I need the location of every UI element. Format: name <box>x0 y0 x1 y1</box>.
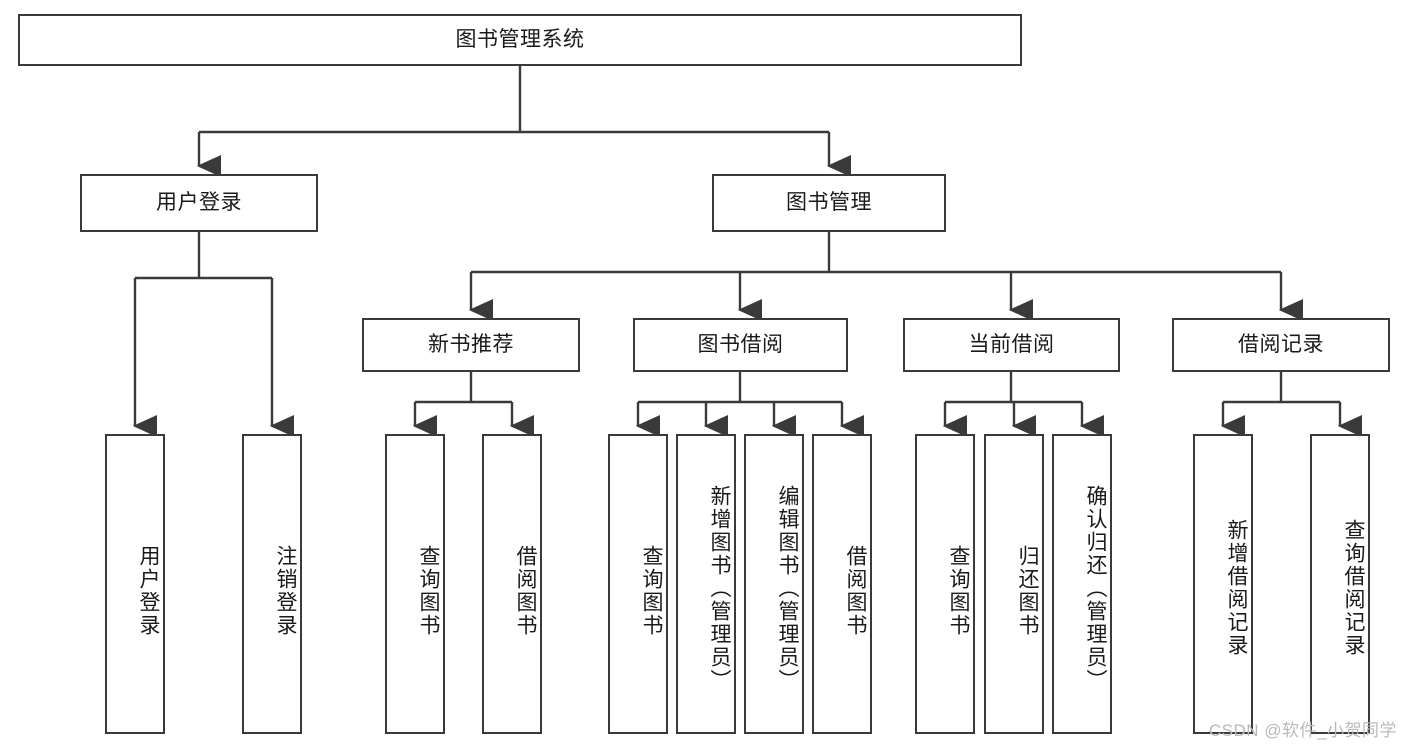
leaf-query-book-2[interactable]: 查询图书 <box>608 434 668 734</box>
node-current-borrow[interactable]: 当前借阅 <box>903 318 1120 372</box>
leaf-query-book-1-label: 查询图书 <box>417 545 440 637</box>
leaf-logout-login-label: 注销登录 <box>274 545 297 637</box>
node-borrow-record-label: 借阅记录 <box>1238 333 1324 357</box>
leaf-edit-book-admin[interactable]: 编辑图书（管理员） <box>744 434 804 734</box>
leaf-borrow-book-1-label: 借阅图书 <box>514 545 537 637</box>
node-book-management-label: 图书管理 <box>786 191 872 215</box>
node-borrow-record[interactable]: 借阅记录 <box>1172 318 1390 372</box>
leaf-add-book-admin[interactable]: 新增图书（管理员） <box>676 434 736 734</box>
node-new-book-recommend-label: 新书推荐 <box>428 333 514 357</box>
node-book-borrow[interactable]: 图书借阅 <box>633 318 848 372</box>
leaf-return-book[interactable]: 归还图书 <box>984 434 1044 734</box>
leaf-add-borrow-record-label: 新增借阅记录 <box>1225 519 1248 657</box>
leaf-confirm-return-admin-label: 确认归还（管理员） <box>1084 484 1107 692</box>
leaf-borrow-book-2-label: 借阅图书 <box>844 545 867 637</box>
node-root-label: 图书管理系统 <box>455 28 585 52</box>
leaf-add-book-admin-label: 新增图书（管理员） <box>708 484 731 692</box>
node-user-login[interactable]: 用户登录 <box>80 174 318 232</box>
node-new-book-recommend[interactable]: 新书推荐 <box>362 318 580 372</box>
leaf-query-book-3-label: 查询图书 <box>947 545 970 637</box>
leaf-user-login[interactable]: 用户登录 <box>105 434 165 734</box>
leaf-borrow-book-2[interactable]: 借阅图书 <box>812 434 872 734</box>
leaf-logout-login[interactable]: 注销登录 <box>242 434 302 734</box>
node-current-borrow-label: 当前借阅 <box>968 333 1055 357</box>
watermark-text: CSDN @软件_小贺同学 <box>1208 721 1397 740</box>
leaf-query-book-3[interactable]: 查询图书 <box>915 434 975 734</box>
leaf-borrow-book-1[interactable]: 借阅图书 <box>482 434 542 734</box>
leaf-add-borrow-record[interactable]: 新增借阅记录 <box>1193 434 1253 734</box>
leaf-query-borrow-record-label: 查询借阅记录 <box>1342 519 1365 657</box>
leaf-edit-book-admin-label: 编辑图书（管理员） <box>776 484 799 692</box>
node-book-borrow-label: 图书借阅 <box>697 333 784 357</box>
leaf-user-login-label: 用户登录 <box>137 545 160 637</box>
leaf-query-book-1[interactable]: 查询图书 <box>385 434 445 734</box>
leaf-return-book-label: 归还图书 <box>1016 545 1039 637</box>
node-user-login-label: 用户登录 <box>156 191 242 215</box>
leaf-query-book-2-label: 查询图书 <box>640 545 663 637</box>
leaf-query-borrow-record[interactable]: 查询借阅记录 <box>1310 434 1370 734</box>
leaf-confirm-return-admin[interactable]: 确认归还（管理员） <box>1052 434 1112 734</box>
node-root[interactable]: 图书管理系统 <box>18 14 1022 66</box>
node-book-management[interactable]: 图书管理 <box>712 174 946 232</box>
